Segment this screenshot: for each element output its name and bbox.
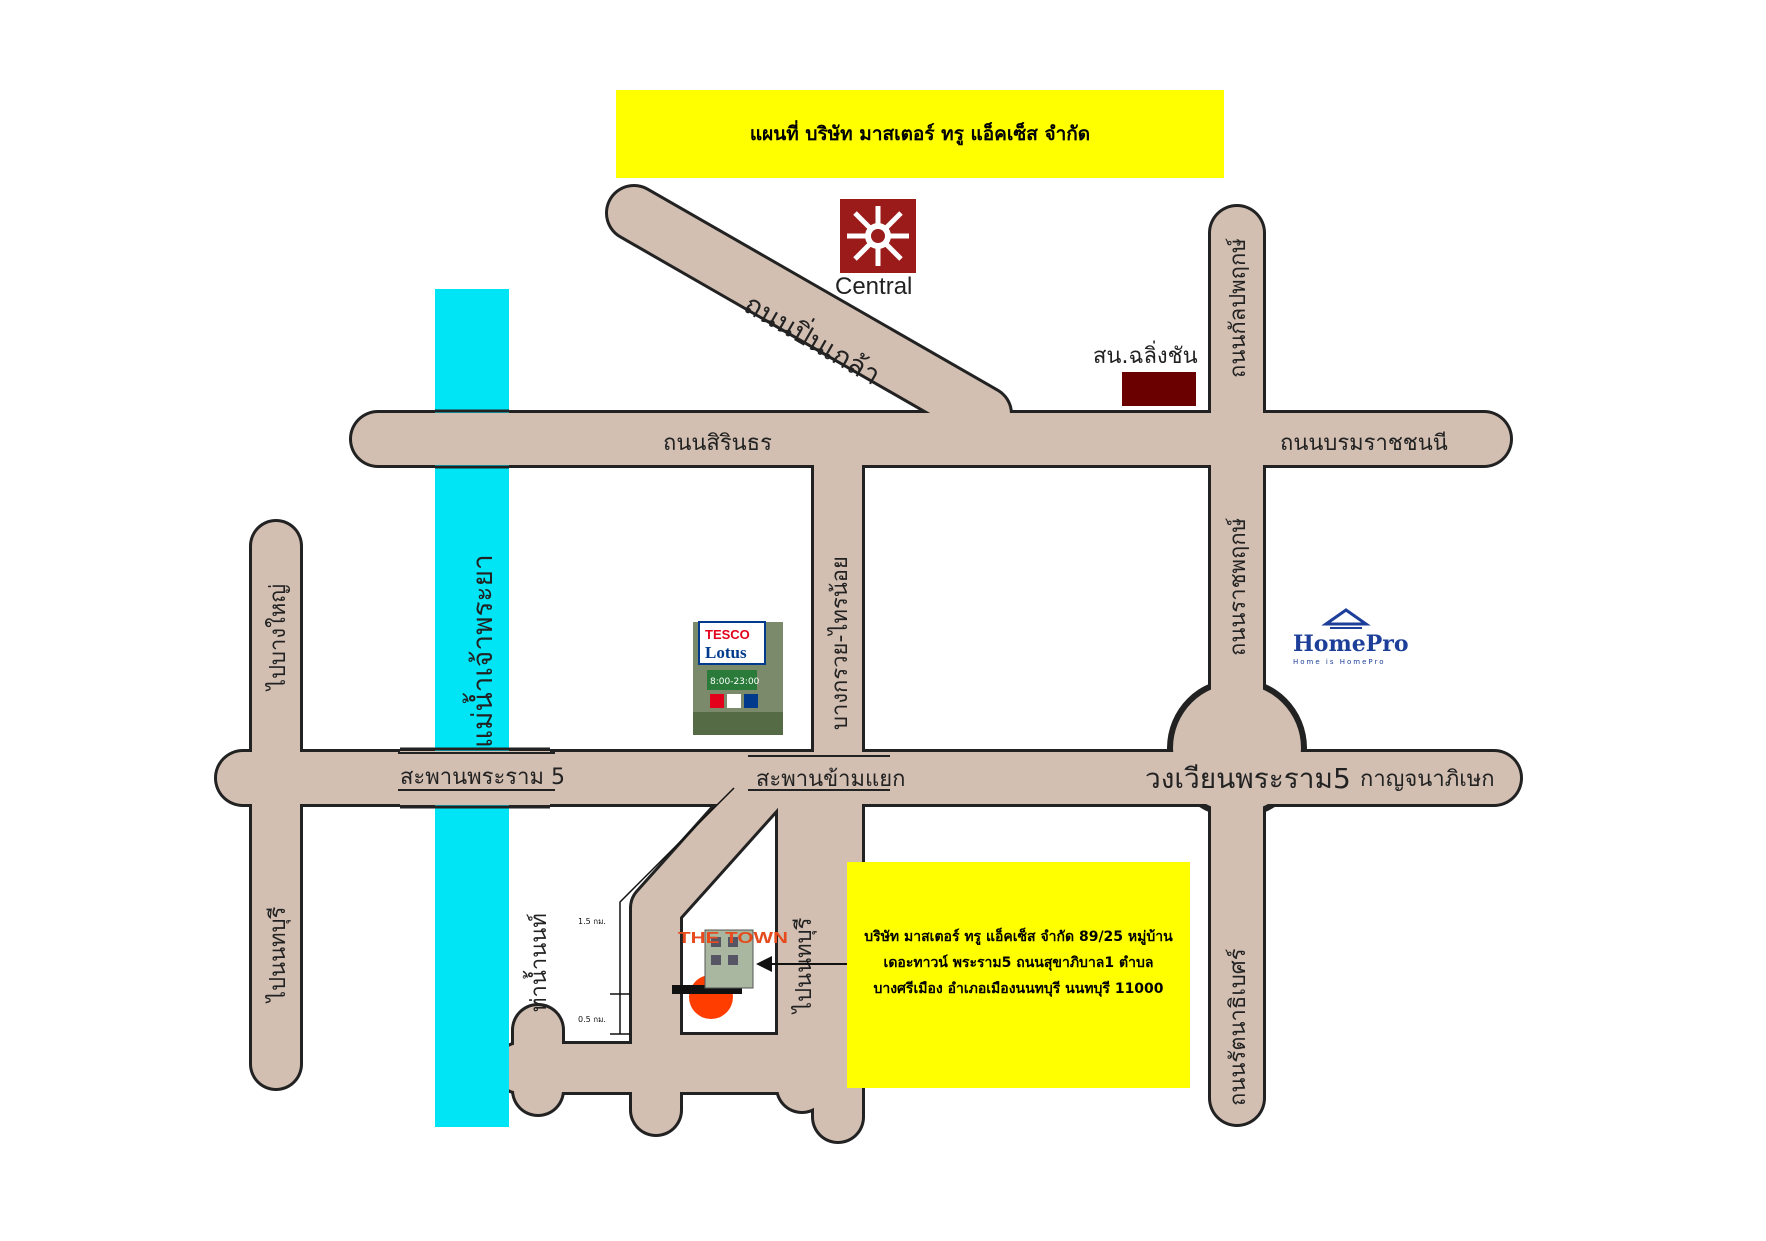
tesco-brand: TESCO	[705, 627, 750, 642]
central-label: Central	[835, 273, 912, 300]
road-label-to-nonthaburi-right: ไปนนทบุรี	[791, 917, 817, 1015]
road-label-sirindhorn: ถนนสิรินธร	[663, 431, 772, 456]
road-label-ratchaphruek: ถนนราชพฤกษ์	[1226, 517, 1251, 656]
roundabout-label: วงเวียนพระราม5	[1145, 762, 1351, 795]
pointer-arrow	[756, 956, 847, 972]
road-label-rattanathibet: ถนนรัตนาธิเบศร์	[1226, 948, 1251, 1106]
company-address: บริษัท มาสเตอร์ ทรู แอ็คเซ็ส จำกัด 89/25…	[864, 929, 1173, 997]
tesco-name: Lotus	[705, 643, 747, 662]
road-label-to-nonthaburi-left: ไปนนทบุรี	[265, 906, 291, 1004]
road-label-bangkruai: บางกรวย-ไทรน้อย	[827, 556, 853, 730]
road-label-kanchanaphisek: กาญจนาภิเษก	[1360, 767, 1495, 792]
tesco-hours: 8:00-23:00	[710, 677, 760, 687]
tesco-lotus-sign: TESCO Lotus 8:00-23:00	[693, 621, 783, 735]
map-title-box: แผนที่ บริษัท มาสเตอร์ ทรู แอ็คเซ็ส จำกั…	[616, 90, 1224, 178]
map-title: แผนที่ บริษัท มาสเตอร์ ทรู แอ็คเซ็ส จำกั…	[749, 123, 1091, 145]
distance-1-5km: 1.5 กม.	[578, 917, 606, 926]
police-station-label: สน.ฉลิ่งชัน	[1093, 340, 1198, 369]
police-station-marker	[1122, 372, 1196, 406]
roundabout-circle	[1173, 684, 1301, 812]
office-marker: THE TOWN	[672, 929, 788, 1019]
river-label: แม่น้ำเจ้าพระยา	[462, 554, 499, 748]
road-label-tha-nam: ท่าน้ำนนท์	[523, 913, 552, 1012]
road-label-boromratchachonnani: ถนนบรมราชชนนี	[1280, 431, 1448, 456]
road-label-kanlapaphruek: ถนนกัลปพฤกษ์	[1226, 238, 1251, 378]
bridge-label-rama5: สะพานพระราม 5	[400, 765, 565, 790]
distance-0-5km: 0.5 กม.	[578, 1015, 606, 1024]
bridge-markers	[398, 752, 890, 791]
address-box: บริษัท มาสเตอร์ ทรู แอ็คเซ็ส จำกัด 89/25…	[847, 862, 1190, 1088]
bridge-label-kham-yaek: สะพานข้ามแยก	[756, 767, 905, 792]
sirindhorn-bridge-deck	[435, 413, 509, 465]
road-label-bang-yai: ไปบางใหญ่	[265, 584, 291, 692]
rama5-bridge-deck	[400, 751, 550, 805]
office-sign: THE TOWN	[678, 930, 788, 947]
distance-guides	[610, 787, 735, 1035]
central-logo: Central	[835, 199, 916, 300]
homepro-logo: HomePro Home is HomePro	[1293, 608, 1409, 666]
homepro-tagline: Home is HomePro	[1293, 658, 1386, 666]
homepro-label: HomePro	[1293, 631, 1409, 657]
